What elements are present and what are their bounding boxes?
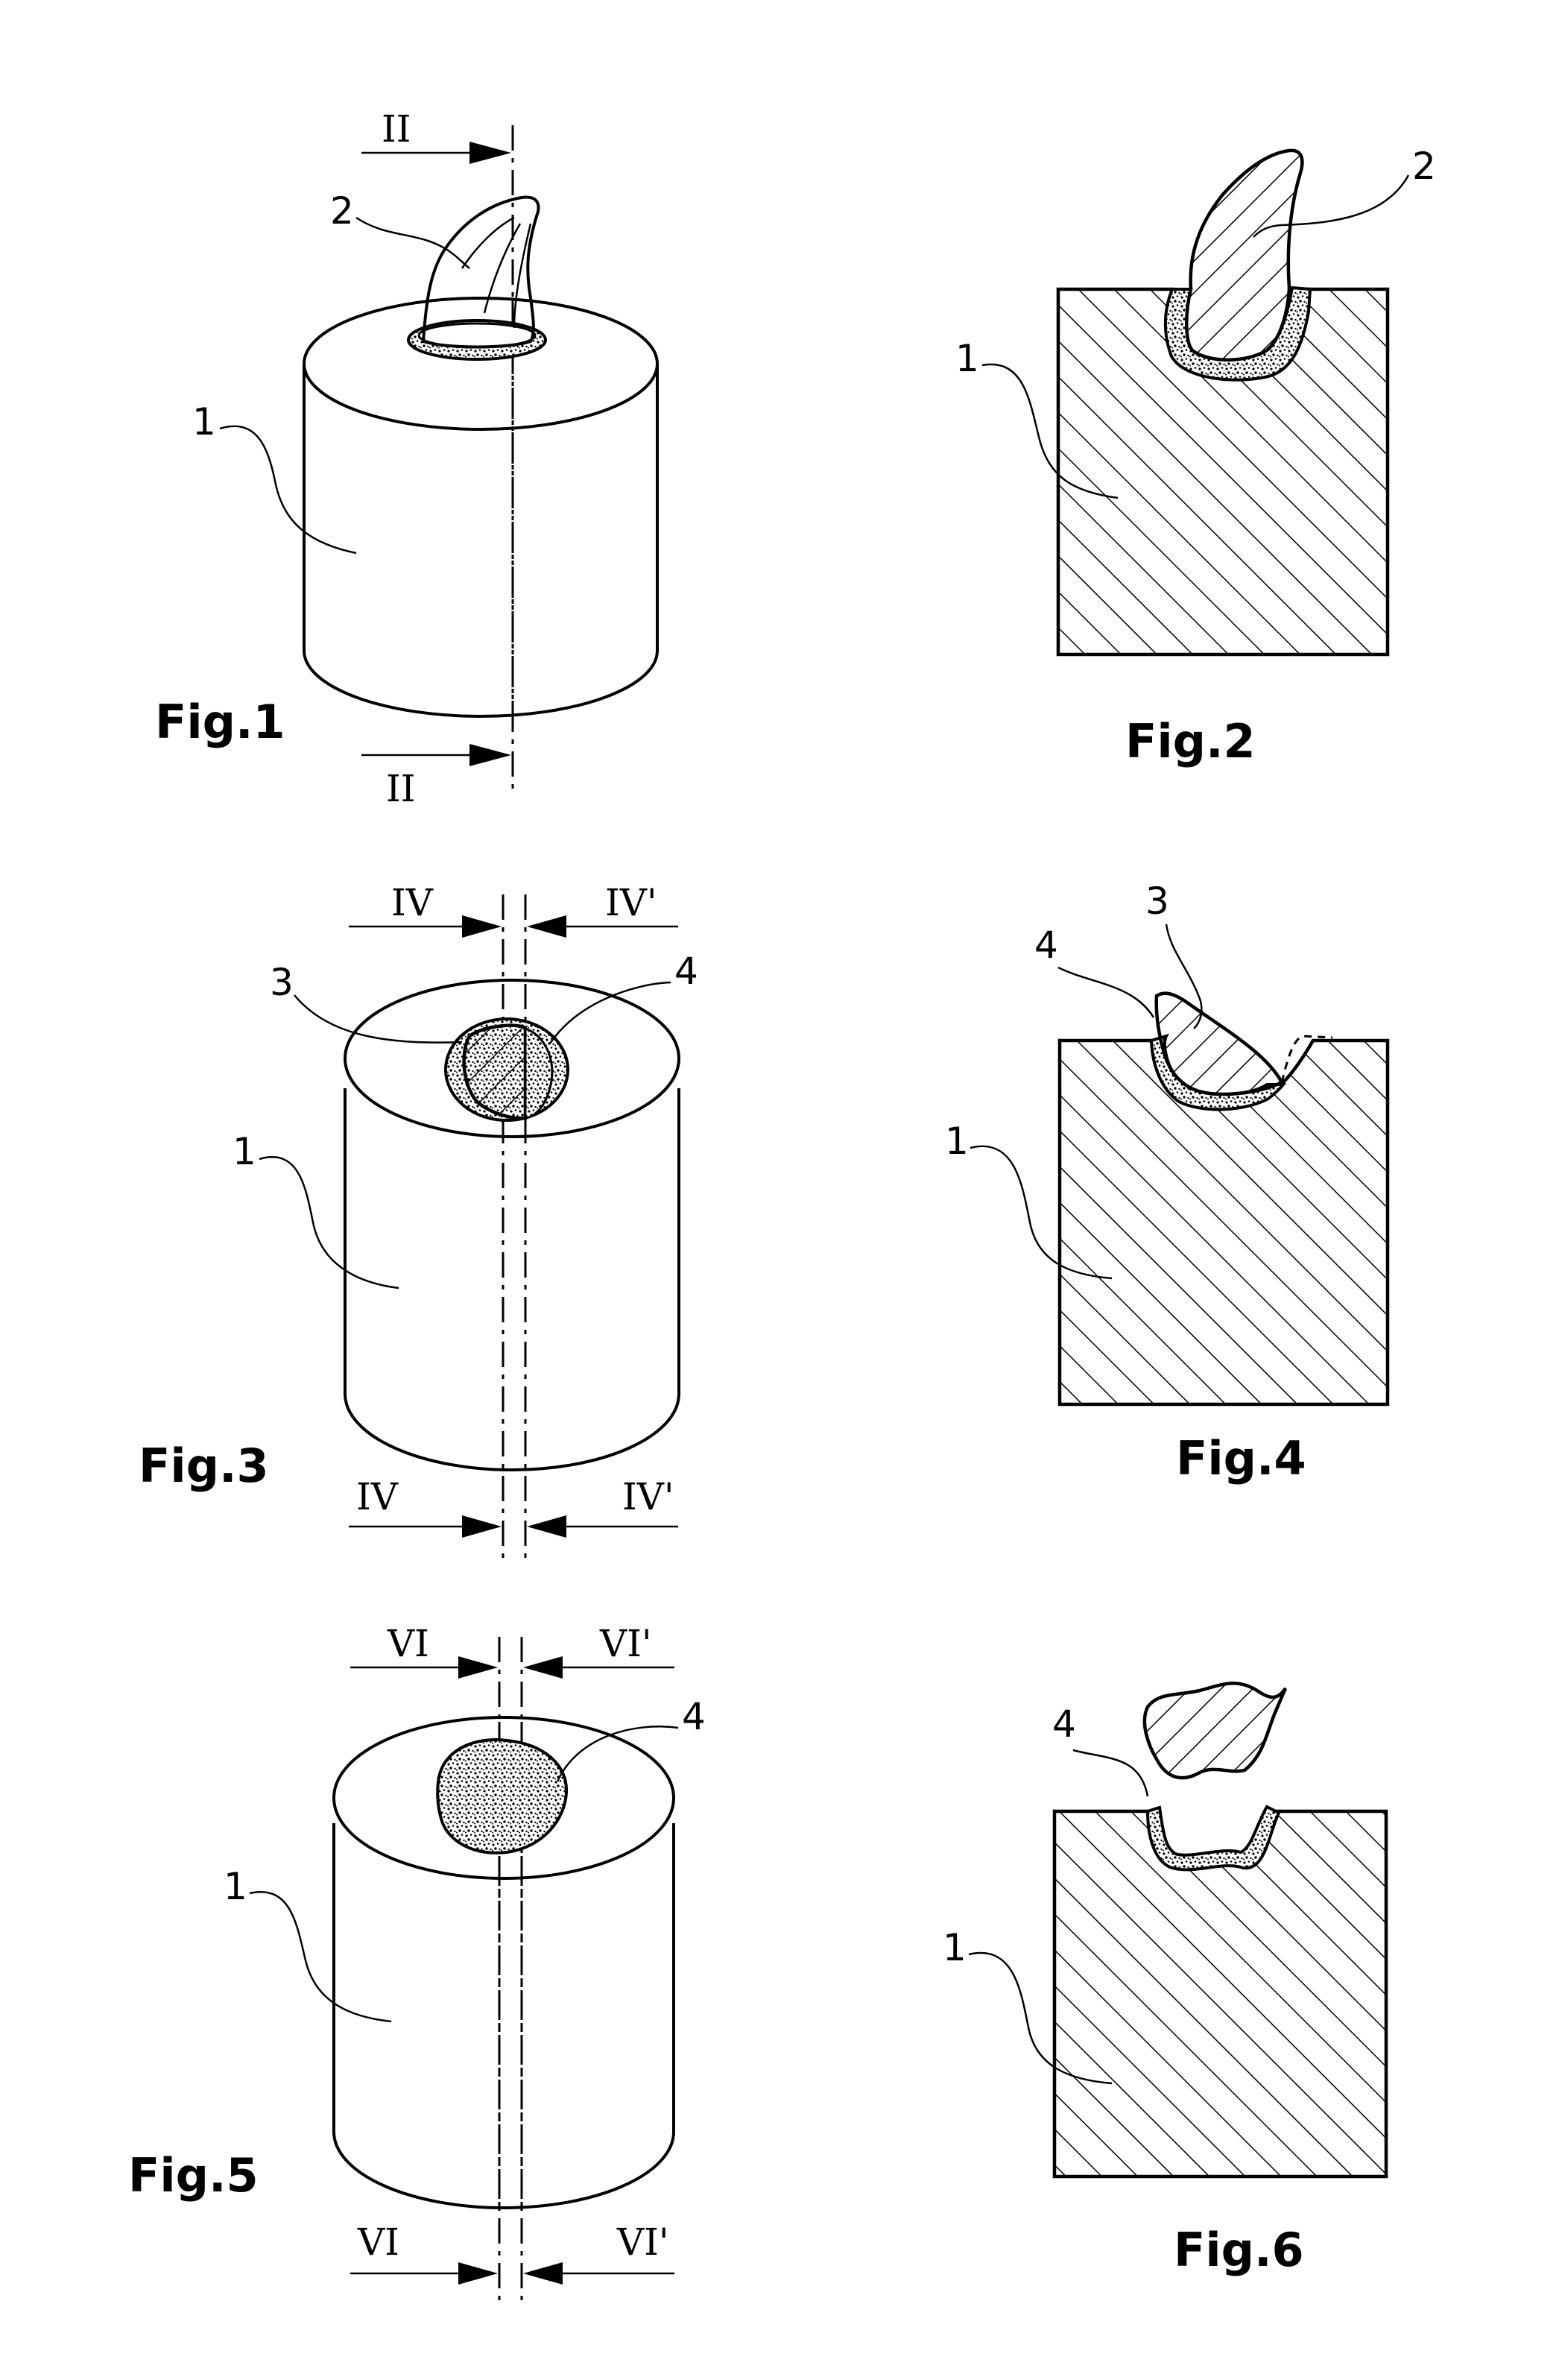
arrowhead xyxy=(458,2262,498,2285)
figure-title: Fig.4 xyxy=(1176,1431,1306,1486)
ref-number-part: 3 xyxy=(1145,880,1169,923)
leader-adhesive xyxy=(557,1726,678,1781)
arrowhead xyxy=(458,1656,498,1679)
ref-number-body: 1 xyxy=(955,337,979,380)
figure-title: Fig.3 xyxy=(139,1439,269,1493)
leader-body xyxy=(220,426,356,553)
leader-adhesive xyxy=(550,982,671,1044)
figure-title: Fig.1 xyxy=(155,695,285,749)
figure-title: Fig.5 xyxy=(128,2148,259,2203)
arrowhead xyxy=(523,1656,563,1679)
adhesive-residue xyxy=(437,1740,566,1853)
figure-title: Fig.2 xyxy=(1125,714,1256,768)
section-label: VI xyxy=(357,2220,399,2264)
cylinder-body xyxy=(304,364,657,716)
arrowhead xyxy=(527,1515,566,1538)
figure-2: 2 1 Fig.2 xyxy=(955,145,1436,768)
ref-number-adhesive: 4 xyxy=(682,1695,706,1738)
section-label: VI' xyxy=(599,1622,652,1665)
ref-number-adhesive: 4 xyxy=(1052,1702,1076,1746)
figure-5: VI VI' VI VI' 4 1 Fig.5 xyxy=(128,1622,706,2303)
leader-adhesive xyxy=(1073,1750,1148,1796)
figure-4: 4 3 1 Fig.4 xyxy=(945,880,1388,1486)
arrowhead-bottom xyxy=(469,744,511,766)
ref-number-part: 3 xyxy=(270,961,294,1004)
figure-title: Fig.6 xyxy=(1174,2223,1304,2277)
leader-adhesive xyxy=(1058,968,1154,1017)
ref-number-body: 1 xyxy=(943,1926,967,1969)
section-label: IV xyxy=(391,881,434,924)
arrowhead xyxy=(523,2262,563,2285)
section-label: IV' xyxy=(622,1475,674,1518)
leader-body xyxy=(250,1892,391,2021)
ref-number-body: 1 xyxy=(192,400,216,444)
leader-part xyxy=(356,218,469,268)
figure-3: IV IV' IV IV' 3 4 1 Fig.3 xyxy=(139,881,698,1562)
ref-number-body: 1 xyxy=(233,1130,256,1173)
section-label: VI xyxy=(387,1622,429,1665)
cylinder-body xyxy=(345,1088,679,1470)
ref-number-part: 2 xyxy=(330,189,354,233)
ref-number-adhesive: 4 xyxy=(674,950,698,993)
arrowhead xyxy=(462,915,502,938)
leader-body xyxy=(259,1157,399,1288)
arrowhead xyxy=(462,1515,502,1538)
detached-tooth-fragment xyxy=(1145,1683,1286,1778)
section-label-top: II xyxy=(382,107,411,151)
ref-number-body: 1 xyxy=(224,1865,247,1908)
ref-number-part: 2 xyxy=(1412,145,1436,188)
section-label: IV' xyxy=(605,881,657,924)
tooth-contour-1 xyxy=(462,218,514,268)
cylinder-body xyxy=(334,1823,674,2208)
section-label: IV xyxy=(356,1475,399,1518)
arrowhead xyxy=(527,915,566,938)
section-label-bottom: II xyxy=(386,767,416,810)
cylinder-top-face xyxy=(304,298,657,429)
ref-number-adhesive: 4 xyxy=(1034,924,1058,967)
figure-1: II II 2 1 Fig.1 xyxy=(155,107,657,810)
figure-6: 4 1 Fig.6 xyxy=(943,1683,1386,2277)
arrowhead-top xyxy=(469,142,511,164)
section-label: VI' xyxy=(616,2220,669,2264)
adhesive-layer xyxy=(1148,1807,1279,1869)
leader-part xyxy=(294,995,462,1043)
ref-number-body: 1 xyxy=(945,1120,969,1163)
